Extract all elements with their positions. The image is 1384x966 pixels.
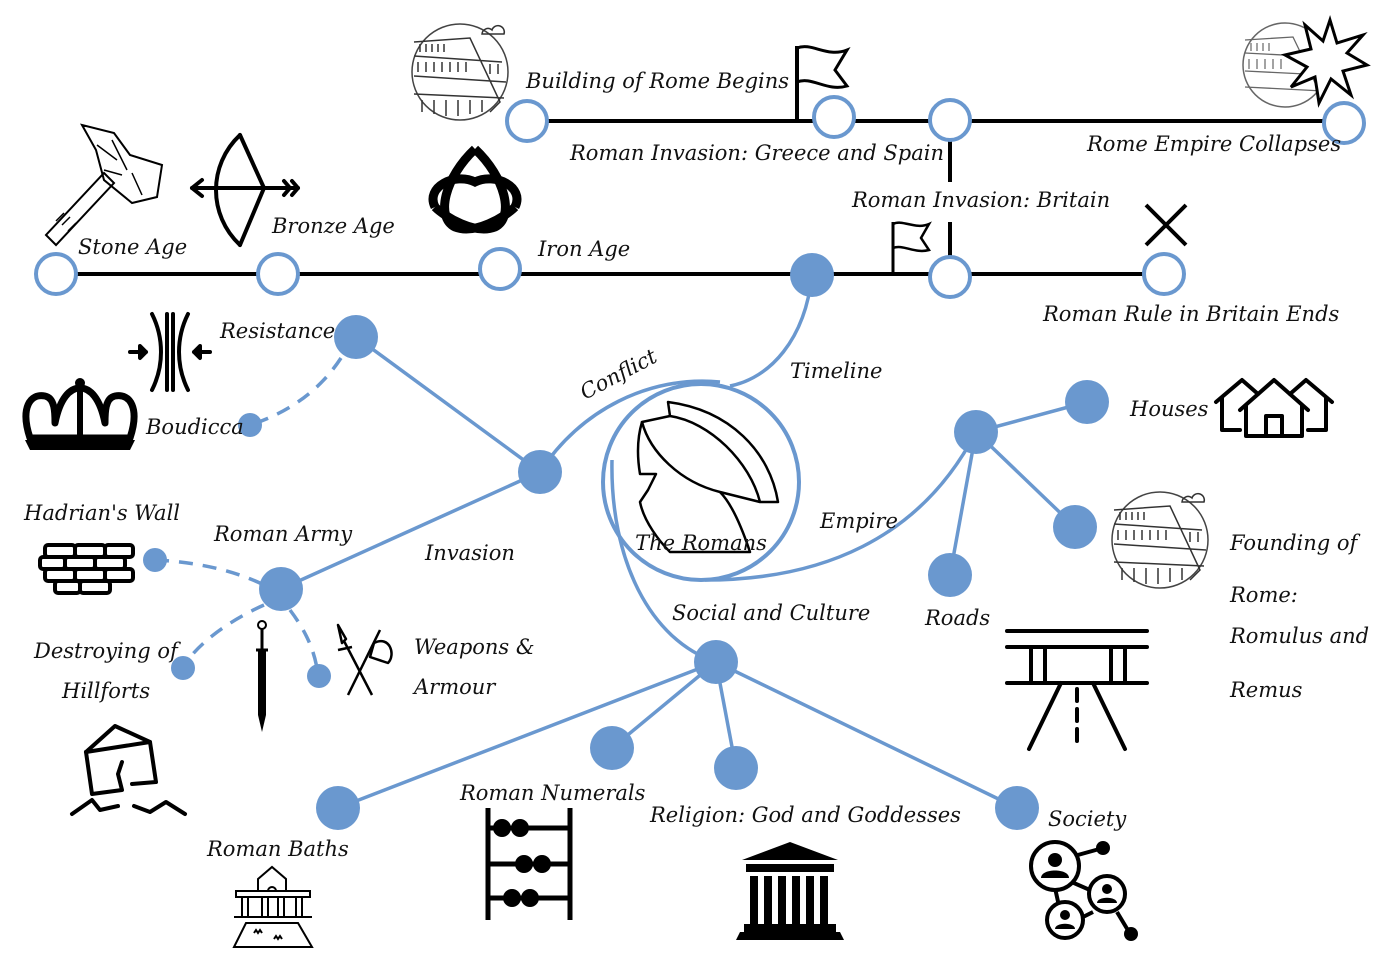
abacus-icon <box>485 808 573 920</box>
sword-icon <box>256 620 268 732</box>
temple-icon <box>736 842 844 940</box>
node-baths[interactable] <box>316 786 360 830</box>
label-weapons-line1: Weapons & <box>414 635 535 659</box>
label-hillforts-line1: Destroying of <box>33 639 181 663</box>
timeline-node-invasion-britain[interactable] <box>928 255 972 299</box>
brick-wall-icon <box>38 543 135 595</box>
branch-label-invasion: Invasion <box>424 541 515 565</box>
branch-label-social: Social and Culture <box>672 601 870 625</box>
colosseum-founding-icon <box>1111 491 1209 589</box>
hillforts-connector <box>181 603 265 669</box>
timeline-node-stone-age[interactable] <box>34 252 78 296</box>
mindmap-nodes <box>143 253 1109 830</box>
label-founding-line2: Rome: <box>1229 583 1298 607</box>
weapons-connector <box>288 608 320 676</box>
node-roman-army[interactable] <box>259 567 303 611</box>
boudicca-connector <box>249 357 343 427</box>
node-weapons[interactable] <box>307 664 331 688</box>
timeline-node-greece-spain[interactable] <box>812 95 856 139</box>
label-religion: Religion: God and Goddesses <box>649 803 961 827</box>
label-invasion-britain: Roman Invasion: Britain <box>851 188 1110 212</box>
triquetra-icon <box>428 145 522 234</box>
label-stone-age: Stone Age <box>78 235 187 259</box>
label-roman-baths: Roman Baths <box>206 837 349 861</box>
branch-label-empire: Empire <box>819 509 898 533</box>
hadrians-wall-connector <box>154 558 271 590</box>
cross-icon <box>1144 203 1188 247</box>
node-hadrians-wall[interactable] <box>143 548 167 572</box>
timeline-node-building-rome[interactable] <box>505 99 549 143</box>
founding-connector <box>974 430 1077 529</box>
timeline-node-junction[interactable] <box>928 98 972 142</box>
baths-connector <box>337 660 717 810</box>
houses-icon <box>1214 378 1334 438</box>
roman-helmet-icon <box>636 400 780 554</box>
label-resistance: Resistance <box>219 319 335 343</box>
weapons-icon <box>336 623 393 696</box>
node-invasion[interactable] <box>518 450 562 494</box>
node-resistance[interactable] <box>334 315 378 359</box>
mindmap-connectors <box>154 274 1088 810</box>
node-social[interactable] <box>694 640 738 684</box>
label-hillforts-line2: Hillforts <box>61 679 150 703</box>
label-boudicca: Boudicca <box>145 415 244 439</box>
label-rule-ends: Roman Rule in Britain Ends <box>1042 302 1340 326</box>
node-roads[interactable] <box>928 553 972 597</box>
node-founding[interactable] <box>1053 505 1097 549</box>
roman-baths-icon <box>232 865 314 948</box>
roads-connector <box>948 431 978 576</box>
stone-hammer-icon <box>44 123 164 247</box>
node-houses[interactable] <box>1065 380 1109 424</box>
label-roads: Roads <box>924 606 990 630</box>
colosseum-icon <box>411 23 509 121</box>
timeline-nodes <box>34 95 1366 299</box>
label-bronze-age: Bronze Age <box>271 214 395 238</box>
node-hillforts[interactable] <box>171 656 195 680</box>
label-society: Society <box>1048 807 1127 831</box>
social-branch <box>610 459 717 664</box>
resistance-connector <box>354 335 542 474</box>
label-founding-line3: Romulus and <box>1229 624 1369 648</box>
node-timeline[interactable] <box>790 253 834 297</box>
timeline-node-iron-age[interactable] <box>478 247 522 291</box>
invasion-connector <box>280 470 541 591</box>
empire-branch <box>704 431 978 582</box>
label-hadrians-wall: Hadrian's Wall <box>23 501 180 525</box>
label-roman-numerals: Roman Numerals <box>459 781 646 805</box>
label-founding-line1: Founding of <box>1229 531 1361 555</box>
broken-house-icon <box>70 724 187 816</box>
label-weapons-line2: Armour <box>412 675 497 699</box>
branch-label-timeline: Timeline <box>790 359 882 383</box>
label-houses: Houses <box>1129 397 1209 421</box>
society-network-icon <box>1029 840 1138 941</box>
center-circle <box>601 382 801 582</box>
node-religion[interactable] <box>714 746 758 790</box>
conflict-branch <box>538 379 721 473</box>
node-boudicca[interactable] <box>238 413 262 437</box>
flag-small-icon <box>891 221 932 274</box>
timeline-node-empire-collapses[interactable] <box>1322 101 1366 145</box>
flag-icon <box>795 45 851 120</box>
timeline-node-bronze-age[interactable] <box>256 252 300 296</box>
numerals-connector <box>610 660 718 750</box>
society-connector <box>715 660 1018 810</box>
label-iron-age: Iron Age <box>537 237 630 261</box>
label-greece-spain: Roman Invasion: Greece and Spain <box>569 141 944 165</box>
branch-label-conflict: Conflict <box>576 344 661 404</box>
label-roman-army: Roman Army <box>213 522 353 546</box>
center-label: The Romans <box>635 531 767 555</box>
label-empire-collapses: Rome Empire Collapses <box>1086 132 1341 156</box>
road-bridge-icon <box>1005 629 1149 751</box>
bow-arrow-icon <box>190 133 300 247</box>
crown-icon <box>22 378 138 450</box>
timeline-node-rule-ends[interactable] <box>1142 252 1186 296</box>
label-building-rome: Building of Rome Begins <box>525 69 789 93</box>
colosseum-explosion-icon <box>1242 15 1371 108</box>
node-empire[interactable] <box>954 410 998 454</box>
node-numerals[interactable] <box>590 726 634 770</box>
resistance-icon <box>128 312 212 392</box>
node-society[interactable] <box>995 786 1039 830</box>
label-founding-line4: Remus <box>1229 678 1303 702</box>
